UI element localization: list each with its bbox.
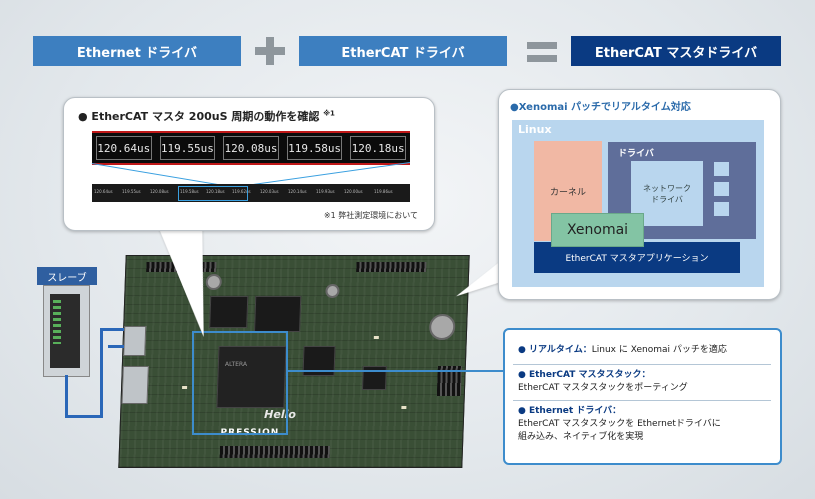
cable: [65, 375, 68, 417]
measurement-title-text: ● EtherCAT マスタ 200uS 周期の動作を確認: [78, 110, 320, 123]
feature-list: ● リアルタイム：Linux に Xenomai パッチを適応 ● EtherC…: [503, 328, 782, 465]
scope-value: 120.08us: [223, 136, 279, 160]
slave-led-strip: [53, 300, 61, 344]
ethercat-master-driver-label: EtherCAT マスタドライバ: [594, 45, 758, 61]
ethercat-master-driver-box: EtherCAT マスタドライバ: [571, 36, 781, 66]
network-driver-label: ネットワーク ドライバ: [643, 183, 691, 204]
overview-label: 119.62us: [232, 189, 251, 194]
smd-part: [373, 336, 379, 339]
measurement-title: ● EtherCAT マスタ 200uS 周期の動作を確認 ※1: [78, 108, 335, 124]
measurement-callout: ● EtherCAT マスタ 200uS 周期の動作を確認 ※1 120.64u…: [63, 97, 435, 231]
overview-label: 120.00us: [344, 189, 363, 194]
overview-label: 119.58us: [180, 189, 199, 194]
feature-head: ● リアルタイム：: [518, 345, 592, 355]
scope-value: 120.18us: [350, 136, 406, 160]
feature-item: ● EtherCAT マスタスタック： EtherCAT マスタスタックをポーティ…: [518, 369, 688, 395]
connector-line: [286, 370, 503, 372]
overview-label: 120.03us: [260, 189, 279, 194]
application-label: EtherCAT マスタアプリケーション: [565, 254, 709, 264]
driver-slot: [714, 162, 729, 176]
xenomai-block: Xenomai: [551, 213, 644, 247]
equals-icon-bottom: [527, 55, 557, 62]
architecture-title: ●Xenomai パッチでリアルタイム対応: [510, 102, 691, 113]
feature-text: EtherCAT マスタスタックを Ethernetドライバに 組み込み、ネイテ…: [518, 419, 721, 442]
footnote-mark: ※1: [323, 109, 335, 118]
feature-item: ● Ethernet ドライバ： EtherCAT マスタスタックを Ethern…: [518, 405, 721, 444]
scope-readout: 120.64us 119.55us 120.08us 119.58us 120.…: [92, 131, 410, 165]
ethernet-driver-box: Ethernet ドライバ: [33, 36, 241, 66]
ethernet-driver-label: Ethernet ドライバ: [76, 45, 198, 61]
kernel-label: カーネル: [549, 187, 586, 198]
divider: [513, 364, 771, 365]
cable: [65, 415, 102, 418]
pin-header: [356, 262, 427, 272]
overview-label: 119.93us: [316, 189, 335, 194]
ethercat-driver-label: EtherCAT ドライバ: [341, 45, 465, 61]
feature-head: ● Ethernet ドライバ：: [518, 406, 622, 416]
smd-part: [182, 386, 188, 389]
application-block: EtherCAT マスタアプリケーション: [534, 242, 740, 273]
scope-value: 119.58us: [286, 136, 343, 160]
driver-slot: [714, 202, 729, 216]
plus-icon-vertical: [266, 37, 274, 65]
overview-label: 120.18us: [206, 189, 225, 194]
ethernet-port: [123, 326, 147, 356]
ethernet-port: [121, 366, 149, 404]
linux-block: Linux カーネル ドライバ ネットワーク ドライバ EtherCAT マスタ…: [512, 120, 764, 287]
architecture-callout: ●Xenomai パッチでリアルタイム対応 Linux カーネル ドライバ ネッ…: [498, 89, 781, 300]
overview-label: 120.14us: [288, 189, 307, 194]
zoom-highlight: [178, 186, 248, 201]
overview-label: 119.55us: [122, 189, 141, 194]
feature-text: Linux に Xenomai パッチを適応: [591, 345, 727, 355]
cable: [108, 345, 124, 348]
xenomai-label: Xenomai: [566, 222, 629, 238]
pin-header: [219, 446, 331, 458]
slave-device: [43, 285, 90, 377]
footnote: ※1 弊社測定環境において: [323, 211, 418, 220]
slave-label: スレーブ: [37, 267, 97, 285]
scope-value: 119.55us: [159, 136, 216, 160]
linux-label: Linux: [518, 123, 552, 136]
fpga-highlight: [192, 331, 288, 435]
driver-block: ドライバ ネットワーク ドライバ: [608, 142, 756, 239]
equals-icon: [527, 42, 557, 49]
memory-chip: [254, 296, 302, 332]
smd-part: [401, 406, 407, 409]
scope-value: 120.64us: [96, 136, 152, 160]
cable: [100, 328, 103, 418]
overview-label: 119.86us: [374, 189, 393, 194]
overview-label: 120.64us: [94, 189, 113, 194]
driver-slot: [714, 182, 729, 196]
ethercat-driver-box: EtherCAT ドライバ: [299, 36, 507, 66]
feature-item: ● リアルタイム：Linux に Xenomai パッチを適応: [518, 344, 727, 357]
feature-head: ● EtherCAT マスタスタック：: [518, 370, 651, 380]
feature-text: EtherCAT マスタスタックをポーティング: [518, 383, 688, 393]
overview-label: 120.08us: [150, 189, 169, 194]
scope-overview: 120.64us 119.55us 120.08us 119.58us 120.…: [92, 184, 410, 202]
driver-label: ドライバ: [618, 149, 654, 159]
divider: [513, 400, 771, 401]
cable: [100, 328, 124, 331]
